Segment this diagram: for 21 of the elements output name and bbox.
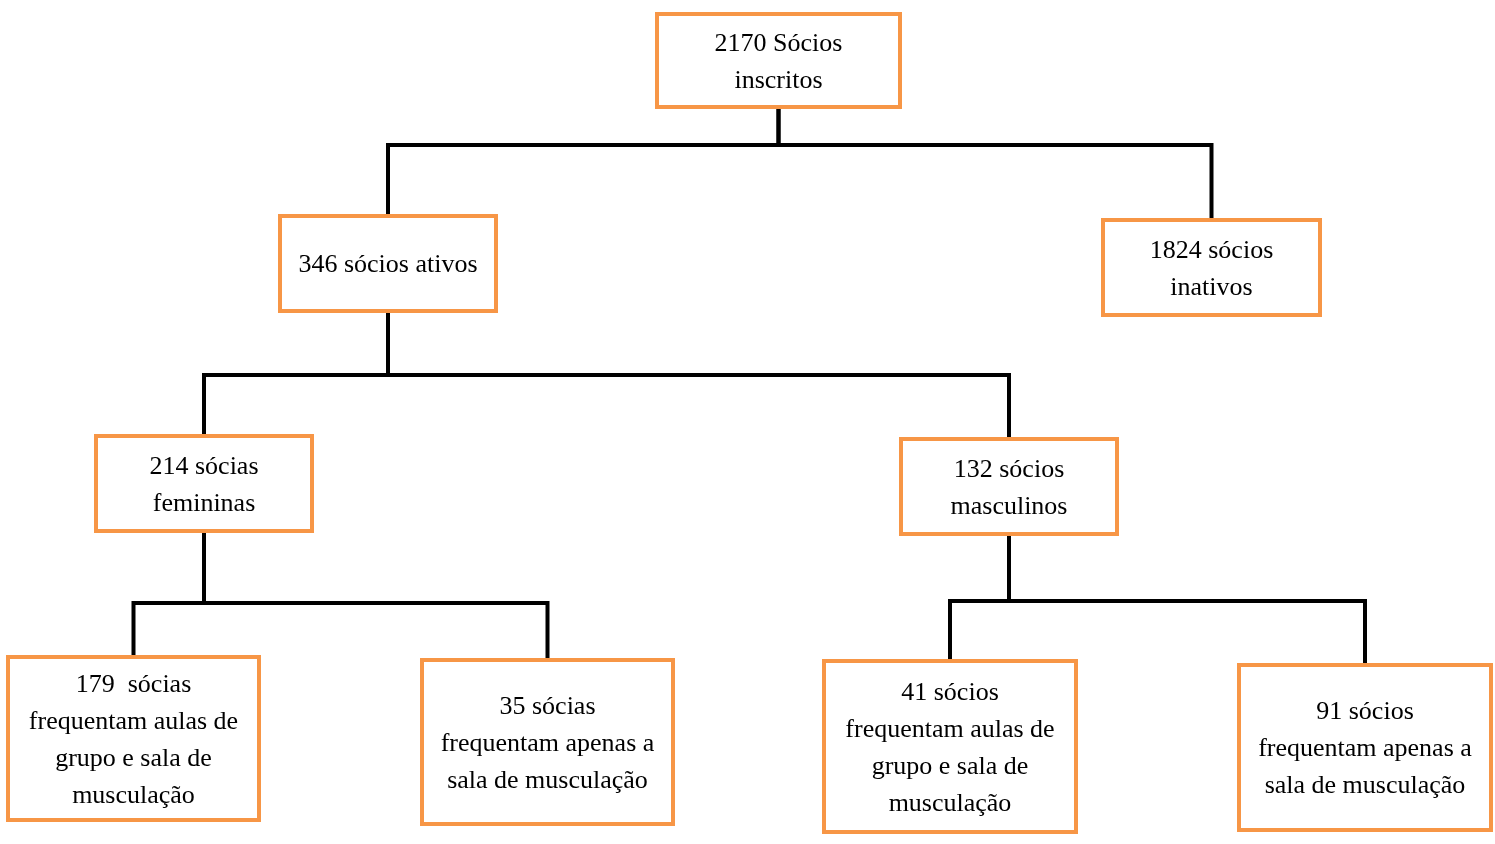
box-text: 214 sócias femininas [148,449,260,519]
box-text: 35 sócias frequentam apenas a sala de musculação [439,689,656,796]
process-box [822,659,1078,834]
process-box [655,12,902,109]
process-box [1237,663,1493,832]
box-text: 41 sócios frequentam aulas de grupo e sala de musculação [844,675,1056,819]
box-text: 2170 Sócios inscritos [713,26,844,96]
connector-line [202,533,550,658]
process-box [899,437,1119,536]
process-box [1101,218,1322,317]
box-text: 132 sócios masculinos [949,452,1069,522]
process-box [278,214,498,313]
process-box [94,434,314,533]
box-text: 91 sócios frequentam apenas a sala de musculação [1257,695,1473,801]
process-box [420,658,675,826]
box-text: 346 sócios ativos [298,248,478,280]
connector-line [1007,536,1367,663]
box-text: 179 sócias frequentam aulas de grupo e sala de musculação [27,667,240,811]
connector-line [776,109,1214,218]
process-box [6,655,261,822]
box-text: 1824 sócios inativos [1148,233,1275,303]
